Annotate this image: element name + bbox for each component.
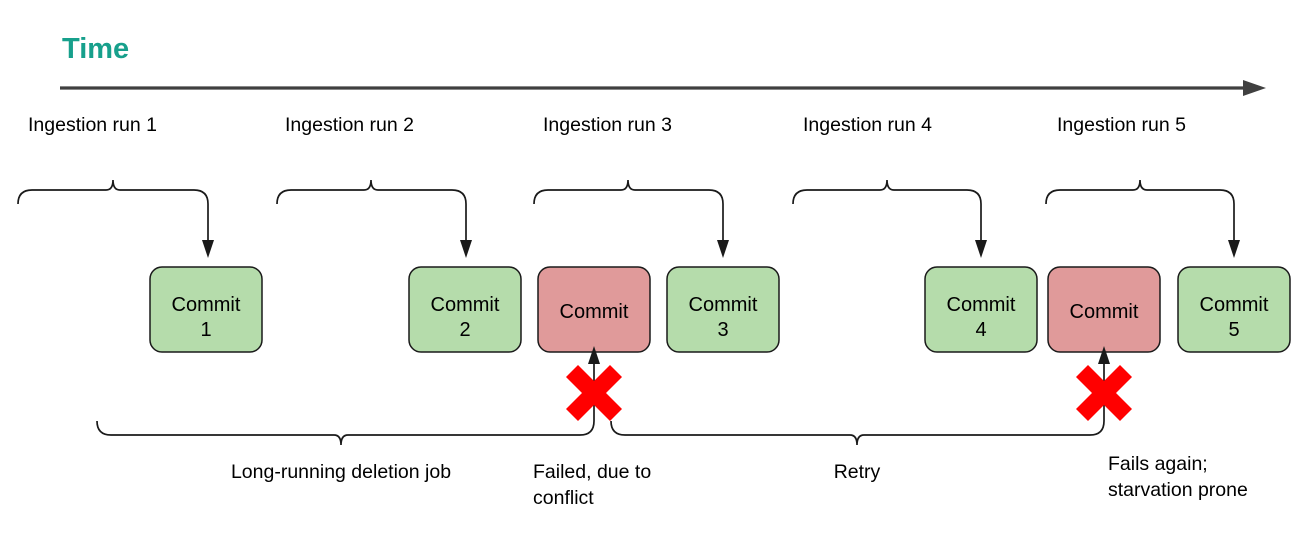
commit-box-5[interactable]: Commit 5 <box>1177 266 1291 353</box>
commit-box-1-title: Commit <box>172 294 241 316</box>
run-brace-arrow-3 <box>533 179 729 258</box>
commit-box-4-number: 4 <box>975 319 986 341</box>
deletion-job-brace <box>96 346 600 446</box>
commit-box-5-number: 5 <box>1228 319 1239 341</box>
caption-starvation-line1: Fails again; <box>1108 453 1208 475</box>
run-label-4: Ingestion run 4 <box>803 114 932 136</box>
caption-failed-conflict-line1: Failed, due to <box>533 461 651 483</box>
commit-box-3-number: 3 <box>717 319 728 341</box>
caption-retry: Retry <box>834 461 881 483</box>
failure-x-second <box>1076 365 1132 421</box>
commit-box-2[interactable]: Commit 2 <box>408 266 522 353</box>
commit-box-4[interactable]: Commit 4 <box>924 266 1038 353</box>
run-brace-arrow-2 <box>276 179 472 258</box>
commit-box-3[interactable]: Commit 3 <box>666 266 780 353</box>
commit-box-5-title: Commit <box>1200 294 1269 316</box>
run-label-3: Ingestion run 3 <box>543 114 672 136</box>
commit-box-failed-1-title: Commit <box>560 301 629 323</box>
commit-box-3-title: Commit <box>689 294 758 316</box>
commit-box-failed-2-title: Commit <box>1070 301 1139 323</box>
caption-starvation-line2: starvation prone <box>1108 479 1248 501</box>
run-label-5: Ingestion run 5 <box>1057 114 1186 136</box>
commit-box-2-title: Commit <box>431 294 500 316</box>
time-axis-arrow <box>60 80 1266 96</box>
run-brace-arrow-5 <box>1045 179 1240 258</box>
commit-box-4-title: Commit <box>947 294 1016 316</box>
run-label-2: Ingestion run 2 <box>285 114 414 136</box>
commit-box-2-number: 2 <box>459 319 470 341</box>
commit-box-failed-1[interactable]: Commit <box>537 266 651 353</box>
run-brace-arrow-4 <box>792 179 987 258</box>
run-brace-arrow-1 <box>17 179 214 258</box>
commit-box-failed-2[interactable]: Commit <box>1047 266 1161 353</box>
commit-box-1-number: 1 <box>200 319 211 341</box>
commit-box-1[interactable]: Commit 1 <box>149 266 263 353</box>
retry-brace <box>610 346 1110 446</box>
caption-deletion-job: Long-running deletion job <box>231 461 451 483</box>
caption-failed-conflict-line2: conflict <box>533 487 594 509</box>
run-label-1: Ingestion run 1 <box>28 114 157 136</box>
failure-x-first <box>566 365 622 421</box>
page-title: Time <box>62 33 129 65</box>
